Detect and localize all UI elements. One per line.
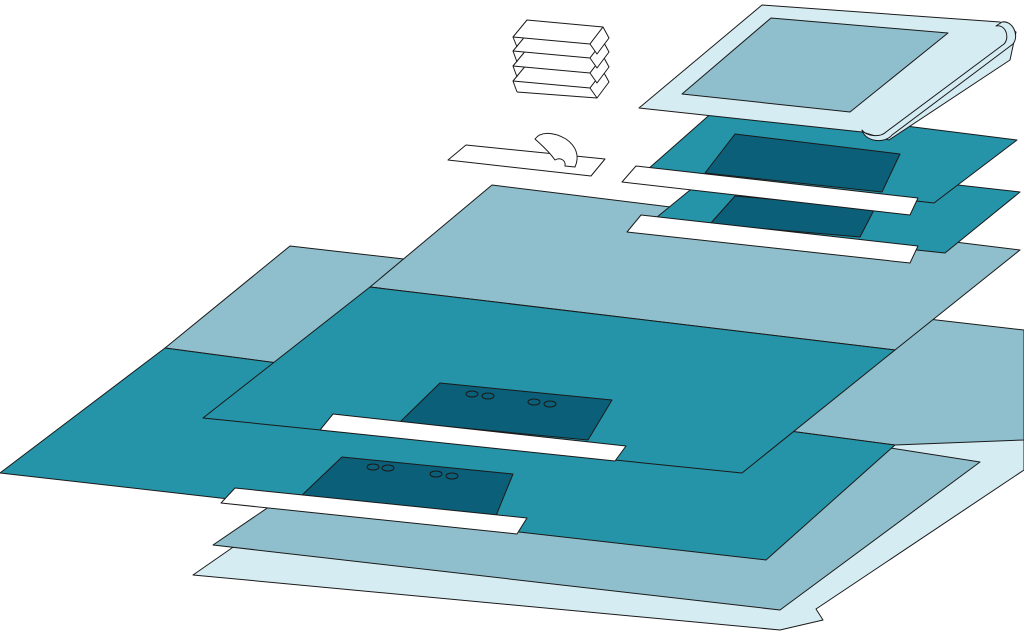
lower-hole-1 — [366, 463, 380, 471]
upper-drape-sheet — [202, 184, 1021, 474]
upper-fenestration-holes — [465, 390, 557, 408]
upper-hole-1 — [465, 390, 479, 398]
upper-fenestration — [399, 382, 613, 441]
upper-hole-2 — [481, 392, 495, 400]
lower-fenestration-holes — [366, 463, 459, 480]
small-drape-sheet-upper — [621, 102, 1018, 216]
folded-cover — [638, 4, 1017, 142]
tape-strip-peeled-end — [534, 132, 578, 168]
small-lower-adhesive-strip — [626, 214, 919, 264]
upper-hole-4 — [543, 400, 557, 408]
lower-hole-3 — [429, 470, 443, 478]
lower-hole-4 — [445, 472, 459, 480]
folded-tab-4 — [512, 19, 610, 55]
tape-strip-body — [447, 144, 606, 177]
folded-cover-inner-panel — [681, 17, 949, 113]
small-upper-fenestration — [704, 133, 901, 193]
lower-hole-2 — [381, 464, 395, 472]
small-upper-adhesive-strip — [621, 165, 919, 216]
tape-strip — [447, 132, 606, 177]
lower-adhesive-strip — [220, 487, 528, 535]
upper-adhesive-strip — [319, 413, 627, 462]
folded-tab-stack — [512, 19, 610, 99]
upper-hole-3 — [527, 398, 541, 406]
folded-cover-roll-edge — [861, 21, 1017, 142]
